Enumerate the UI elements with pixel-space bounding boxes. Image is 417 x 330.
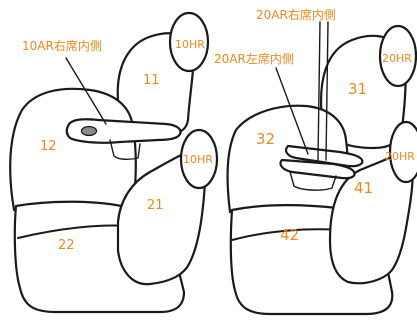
label-part-21: 21 (147, 198, 164, 213)
label-part-12: 12 (40, 139, 57, 154)
label-part-22: 22 (58, 238, 75, 253)
right-armrest-inner (279, 158, 356, 180)
label-10hr-bottom: 10HR (183, 153, 213, 166)
left-seat-group (9, 11, 219, 314)
right-upper-headrest (378, 24, 417, 88)
left-lower-headrest (179, 128, 219, 190)
right-armrest-outer (285, 144, 364, 168)
right-lower-headrest (388, 120, 417, 184)
callout-10ar-right-inner: 10AR右席内側 (22, 38, 102, 53)
label-part-11: 11 (143, 73, 160, 88)
right-seat-group (226, 21, 417, 316)
callout-20ar-left-inner: 20AR左席内側 (214, 51, 294, 66)
left-upper-headrest (168, 11, 210, 73)
callout-20ar-right-inner: 20AR右席内側 (256, 7, 336, 22)
label-part-41: 41 (354, 179, 373, 197)
label-part-32: 32 (256, 130, 275, 148)
left-armrest-button (80, 125, 98, 137)
right-lower-backrest (328, 150, 414, 285)
label-10hr-top: 10HR (175, 38, 205, 51)
label-20hr-bottom: 20HR (385, 150, 415, 163)
label-part-31: 31 (348, 80, 367, 98)
label-part-42: 42 (280, 226, 299, 244)
left-armrest (65, 118, 182, 144)
left-lower-backrest (116, 148, 207, 286)
label-20hr-top: 20HR (382, 52, 412, 65)
left-main-backrest (9, 87, 137, 212)
